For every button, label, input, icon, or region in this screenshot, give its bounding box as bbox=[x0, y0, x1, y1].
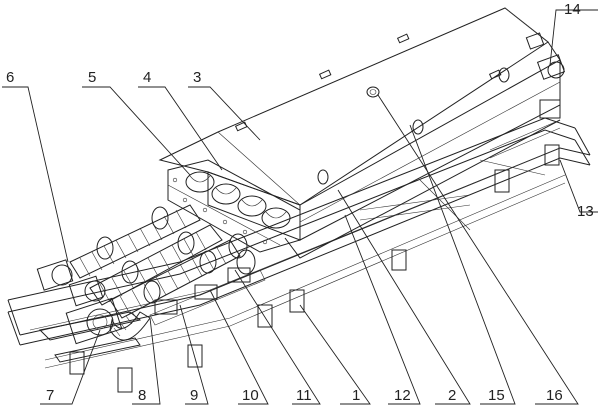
callout-labels: 6 5 4 3 14 13 7 8 9 10 11 1 12 2 15 16 bbox=[6, 1, 594, 404]
callout-6: 6 bbox=[6, 69, 14, 86]
callout-3: 3 bbox=[193, 69, 201, 86]
open-end-flange bbox=[167, 159, 301, 253]
callout-11: 11 bbox=[296, 387, 312, 404]
callout-7: 7 bbox=[46, 387, 54, 404]
callout-10: 10 bbox=[242, 387, 259, 404]
callout-15: 15 bbox=[488, 387, 505, 404]
rear-drive bbox=[489, 32, 566, 159]
callout-5: 5 bbox=[88, 69, 96, 86]
trough-housing bbox=[158, 7, 561, 259]
callout-4: 4 bbox=[143, 69, 151, 86]
base-frame bbox=[7, 117, 591, 393]
callout-1: 1 bbox=[352, 387, 360, 404]
callout-14: 14 bbox=[564, 1, 581, 18]
bearing-supports bbox=[149, 267, 266, 326]
callout-2: 2 bbox=[448, 387, 456, 404]
callout-13: 13 bbox=[577, 203, 594, 220]
callout-9: 9 bbox=[190, 387, 198, 404]
motor-units bbox=[36, 259, 106, 307]
callout-8: 8 bbox=[138, 387, 146, 404]
mixing-blades bbox=[185, 171, 291, 229]
callout-12: 12 bbox=[394, 387, 411, 404]
leader-lines bbox=[2, 9, 598, 405]
callout-16: 16 bbox=[546, 387, 563, 404]
gear-motor bbox=[65, 297, 151, 345]
drive-shafts bbox=[69, 204, 256, 319]
flange-bolts bbox=[172, 177, 268, 245]
